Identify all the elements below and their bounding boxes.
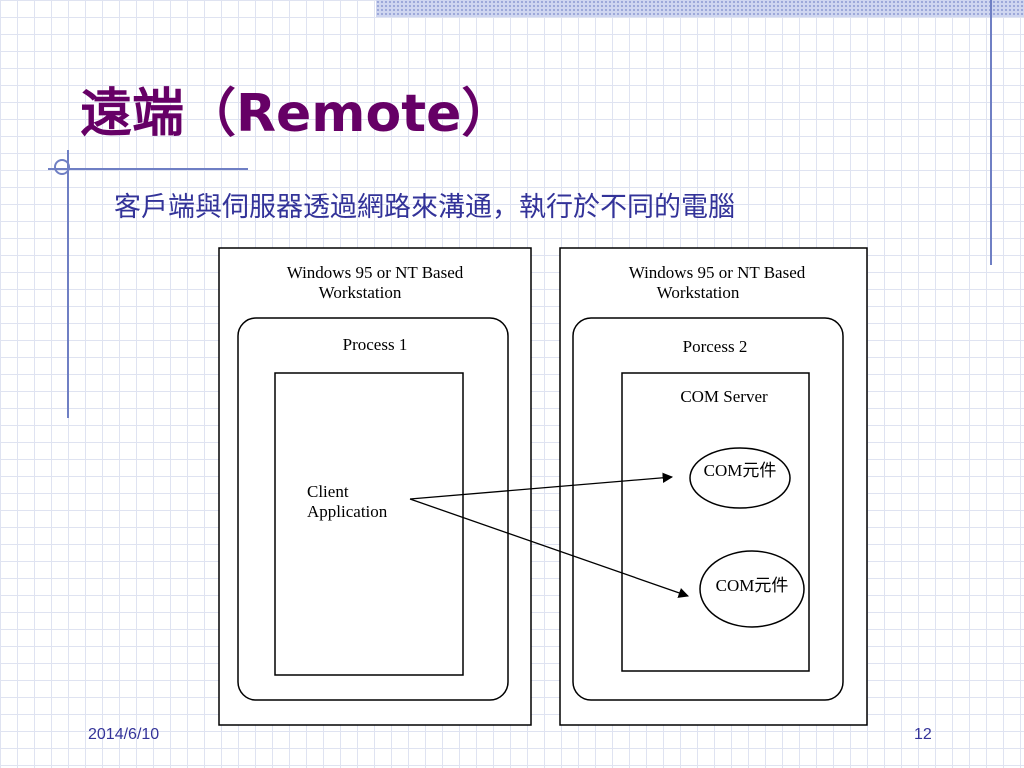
left-workstation-label-line1: Windows 95 or NT Based xyxy=(287,263,464,282)
arrow-to-com-component-2 xyxy=(409,498,689,598)
right-workstation-label-line1: Windows 95 or NT Based xyxy=(629,263,806,282)
client-application-label-line2: Application xyxy=(307,502,388,521)
footer-date: 2014/6/10 xyxy=(88,726,160,743)
top-decorative-band xyxy=(376,0,1024,17)
right-workstation-label-line2: Workstation xyxy=(657,283,740,302)
arrow-to-com-component-1 xyxy=(409,472,674,500)
page-number: 12 xyxy=(914,726,932,743)
client-application-box xyxy=(274,372,464,676)
com-server-box xyxy=(621,372,810,672)
left-workstation-label-line2: Workstation xyxy=(319,283,402,302)
process-1-label: Process 1 xyxy=(343,335,408,354)
title-underline-rule xyxy=(48,168,248,170)
remote-com-diagram: Windows 95 or NT Based Workstation Proce… xyxy=(218,247,868,726)
left-vertical-rule xyxy=(67,150,69,418)
right-workstation: Windows 95 or NT Based Workstation Porce… xyxy=(559,247,868,726)
slide-title: 遠端（Remote） xyxy=(80,84,514,144)
slide-subtitle: 客戶端與伺服器透過網路來溝通，執行於不同的電腦 xyxy=(114,192,735,223)
left-workstation: Windows 95 or NT Based Workstation Proce… xyxy=(218,247,532,726)
process-2-label: Porcess 2 xyxy=(683,337,748,356)
com-component-2-label: COM元件 xyxy=(716,576,789,595)
rule-ring-ornament xyxy=(54,159,70,175)
right-vertical-rule xyxy=(990,0,992,265)
com-server-label: COM Server xyxy=(680,387,768,406)
com-component-1 xyxy=(689,447,791,509)
com-component-1-label: COM元件 xyxy=(704,461,777,480)
client-application-label-line1: Client xyxy=(307,482,349,501)
com-component-2 xyxy=(699,550,805,628)
